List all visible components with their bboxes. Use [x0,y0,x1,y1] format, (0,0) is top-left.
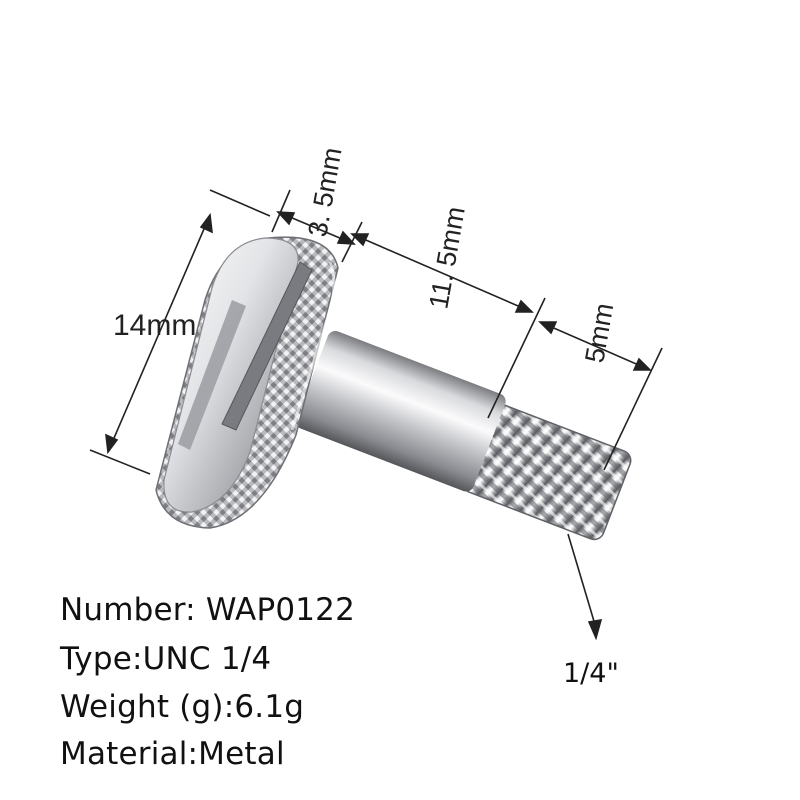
spec-type: Type:UNC 1/4 [60,641,272,677]
spec-material: Material:Metal [60,736,285,772]
thumb-screw [155,236,632,541]
head-face [163,237,299,513]
spec-number: Number: WAP0122 [60,592,356,628]
dimension-lines [89,189,663,641]
dim-label-head-thickness: 3. 5mm [302,145,347,239]
screw-slot [221,261,313,431]
dim-label-head-diameter: 14mm [113,309,196,342]
dim-label-shank-length: 11. 5mm [423,204,470,311]
dim-label-thread-length: 5mm [579,301,619,365]
shank [295,330,506,492]
spec-weight: Weight (g):6.1g [60,689,305,725]
thread-size-label: 1/4" [563,658,619,689]
